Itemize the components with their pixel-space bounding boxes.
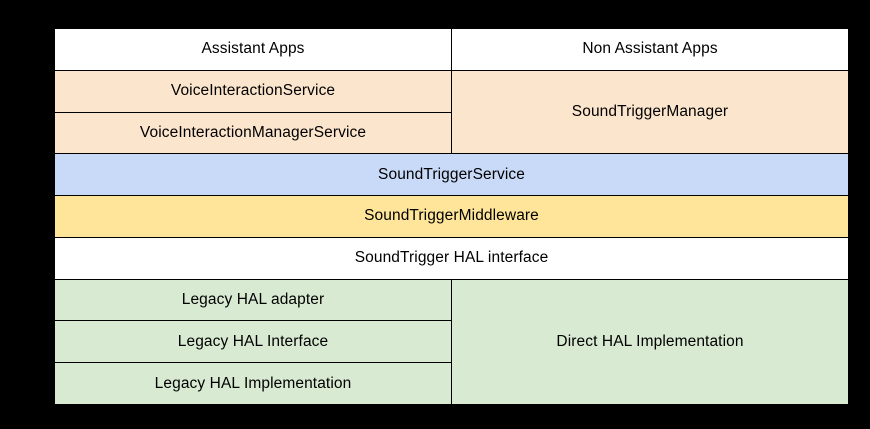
row-voice-interaction-manager-service: VoiceInteractionManagerService <box>54 111 849 155</box>
row-voice-interaction-service: VoiceInteractionService SoundTriggerMana… <box>54 69 849 155</box>
row-legacy-hal-adapter: Legacy HAL adapter Direct HAL Implementa… <box>54 278 849 405</box>
cell-voice-interaction-service: VoiceInteractionService <box>54 69 452 113</box>
cell-voice-interaction-manager-service: VoiceInteractionManagerService <box>54 111 452 155</box>
cell-legacy-hal-interface: Legacy HAL Interface <box>54 320 452 364</box>
cell-legacy-hal-adapter: Legacy HAL adapter <box>54 278 452 322</box>
row-sound-trigger-hal-interface: SoundTrigger HAL interface <box>54 236 849 280</box>
cell-sound-trigger-middleware: SoundTriggerMiddleware <box>54 195 849 238</box>
soundtrigger-stack-diagram: Assistant Apps Non Assistant Apps VoiceI… <box>54 28 849 405</box>
row-legacy-hal-implementation: Legacy HAL Implementation <box>54 362 849 405</box>
row-sound-trigger-service: SoundTriggerService <box>54 153 849 197</box>
row-legacy-hal-interface: Legacy HAL Interface <box>54 320 849 364</box>
row-sound-trigger-middleware: SoundTriggerMiddleware <box>54 195 849 238</box>
cell-direct-hal-implementation: Direct HAL Implementation <box>451 278 849 405</box>
stack-table: Assistant Apps Non Assistant Apps VoiceI… <box>54 28 849 405</box>
cell-legacy-hal-implementation: Legacy HAL Implementation <box>54 362 452 405</box>
cell-sound-trigger-manager: SoundTriggerManager <box>451 69 849 155</box>
cell-sound-trigger-service: SoundTriggerService <box>54 153 849 197</box>
cell-non-assistant-apps: Non Assistant Apps <box>451 28 849 71</box>
cell-assistant-apps: Assistant Apps <box>54 28 452 71</box>
row-apps: Assistant Apps Non Assistant Apps <box>54 28 849 71</box>
cell-sound-trigger-hal-interface: SoundTrigger HAL interface <box>54 236 849 280</box>
